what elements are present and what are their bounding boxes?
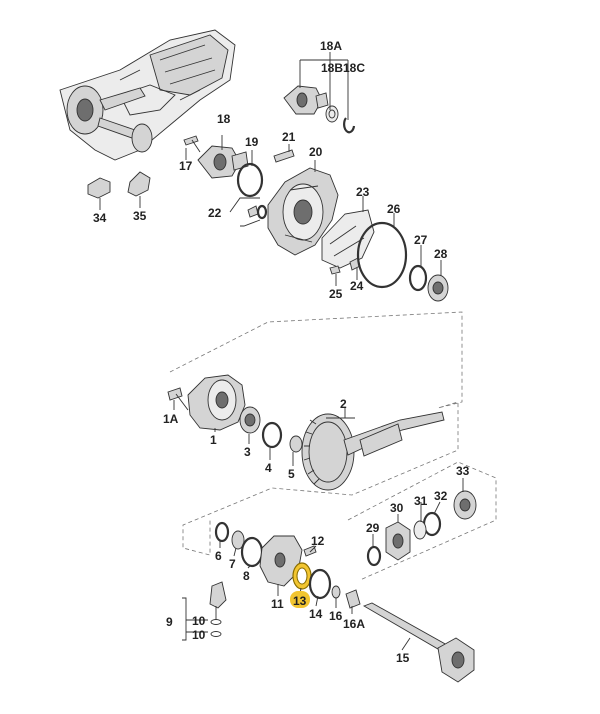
- label-18B: 18B: [321, 61, 343, 75]
- part-22-plug: [247, 204, 268, 220]
- part-8-ring: [240, 536, 264, 568]
- label-23: 23: [356, 185, 370, 199]
- label-11: 11: [271, 597, 284, 611]
- part-6-ring: [214, 521, 230, 543]
- label-3: 3: [244, 445, 251, 459]
- part-5-bearing: [289, 435, 303, 453]
- part-7-seal: [231, 530, 245, 550]
- part-16-seal: [331, 585, 341, 599]
- label-10-lower: 10: [192, 628, 206, 642]
- part-14-ring: [308, 568, 332, 600]
- label-26: 26: [387, 202, 401, 216]
- label-25: 25: [329, 287, 343, 301]
- label-19: 19: [245, 135, 259, 149]
- label-10-upper: 10: [192, 614, 206, 628]
- leader-lines: [173, 52, 464, 651]
- label-18A: 18A: [320, 39, 342, 53]
- part-18A-flange: [283, 85, 329, 115]
- label-30: 30: [390, 501, 404, 515]
- part-20-housing-cover: [267, 167, 339, 256]
- label-12: 12: [311, 534, 325, 548]
- label-24: 24: [350, 279, 364, 293]
- part-34-bracket: [87, 177, 111, 210]
- part-25-clip: [329, 265, 341, 275]
- label-15: 15: [396, 651, 410, 665]
- label-13: 13: [293, 594, 307, 608]
- part-1A-bolt: [167, 387, 189, 411]
- label-8: 8: [243, 569, 250, 583]
- part-27-ring: [408, 264, 428, 292]
- label-17: 17: [179, 159, 193, 173]
- label-27: 27: [414, 233, 428, 247]
- label-2: 2: [340, 397, 347, 411]
- part-labels: 18A 18B 18C 18 19 21 20 17 22 23 26 27 2…: [93, 39, 470, 665]
- assembly-outline: [169, 311, 497, 581]
- label-5: 5: [288, 467, 295, 481]
- part-10-o-rings: [210, 619, 222, 637]
- part-28-bearing: [427, 274, 449, 302]
- part-3-bearing: [239, 406, 261, 434]
- part-18B-seal: [325, 105, 339, 123]
- part-13-label-highlight: [290, 591, 310, 608]
- label-4: 4: [265, 461, 272, 475]
- part-35-bracket: [127, 171, 151, 208]
- label-28: 28: [434, 247, 448, 261]
- label-14: 14: [309, 607, 323, 621]
- part-16A-pin: [345, 589, 361, 609]
- label-35: 35: [133, 209, 147, 223]
- label-32: 32: [434, 489, 448, 503]
- part-1-differential-housing: [187, 374, 246, 431]
- part-11-bearing-cover: [259, 535, 303, 587]
- label-20: 20: [309, 145, 323, 159]
- part-23-shield: [321, 209, 375, 269]
- gearbox-assembly: [59, 29, 236, 161]
- part-32-ring: [422, 511, 442, 537]
- label-29: 29: [366, 521, 380, 535]
- label-18C: 18C: [343, 61, 365, 75]
- part-17-bolt: [183, 135, 201, 153]
- label-18: 18: [217, 112, 231, 126]
- label-1: 1: [210, 433, 217, 447]
- label-16A: 16A: [343, 617, 365, 631]
- part-4-ring: [261, 421, 283, 449]
- part-30-sleeve: [385, 521, 411, 561]
- part-31-shim: [413, 520, 427, 540]
- label-7: 7: [229, 557, 236, 571]
- label-33: 33: [456, 464, 470, 478]
- label-6: 6: [215, 549, 222, 563]
- part-21-bolt: [273, 149, 295, 163]
- part-19-ring: [236, 162, 264, 198]
- label-34: 34: [93, 211, 107, 225]
- part-15-output-shaft: [362, 602, 475, 683]
- part-33-bearing: [453, 490, 477, 520]
- label-21: 21: [282, 130, 296, 144]
- part-2-ring-gear-pinion: [301, 411, 445, 491]
- part-18C-circlip: [343, 117, 356, 134]
- label-31: 31: [414, 494, 428, 508]
- part-29-washer: [366, 545, 382, 567]
- label-1A: 1A: [163, 412, 179, 426]
- label-16: 16: [329, 609, 343, 623]
- label-22: 22: [208, 206, 222, 220]
- part-26-o-ring: [356, 221, 408, 289]
- part-9-sensor: [209, 581, 227, 620]
- part-18-flange: [197, 145, 249, 179]
- label-9: 9: [166, 615, 173, 629]
- part-13-seal-highlighted: [292, 562, 312, 590]
